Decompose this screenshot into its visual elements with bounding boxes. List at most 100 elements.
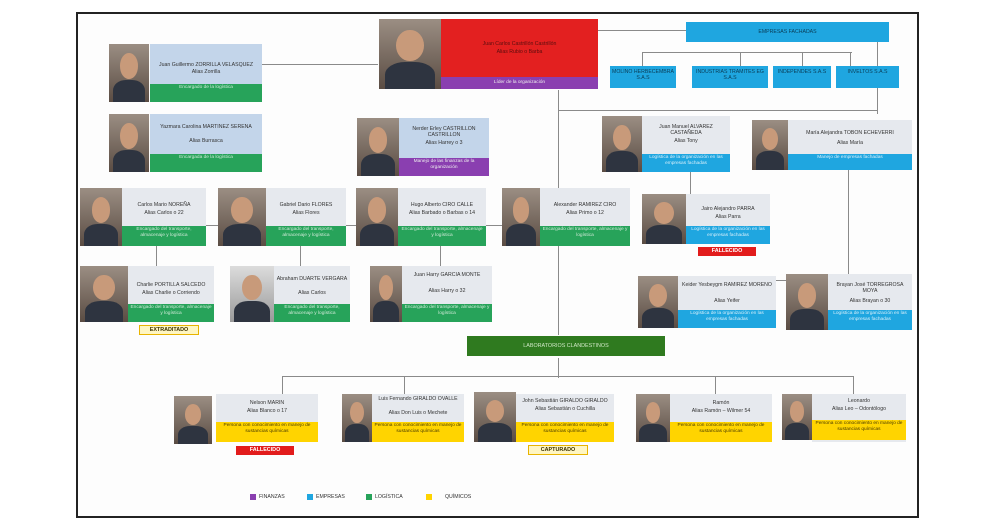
person-photo xyxy=(218,188,266,246)
laboratorios-box: LABORATORIOS CLANDESTINOS xyxy=(467,336,665,356)
person-name: Luis Fernando GIRALDO OVALLE xyxy=(378,396,458,402)
status-badge-extraditado: EXTRADITADO xyxy=(139,325,199,335)
connector-line xyxy=(282,376,283,394)
person-card-duarte: Abraham DUARTE VERGARA Alias Carlos Enca… xyxy=(274,266,350,322)
connector-line xyxy=(715,376,716,394)
person-photo xyxy=(638,276,678,328)
person-name: Carlos Mario NOREÑA xyxy=(137,202,191,208)
person-card-castrillon: Nerder Erley CASTRILLON CASTRILLON Alias… xyxy=(399,118,489,176)
person-name: Juan Guillermo ZORRILLA VELASQUEZ xyxy=(159,62,253,68)
person-alias: Alias Brayan o 30 xyxy=(849,298,891,304)
connector-line xyxy=(440,225,441,270)
person-alias: Alias Don Luis o Mechete xyxy=(388,410,448,416)
status-badge-fallecido: FALLECIDO xyxy=(698,247,756,256)
person-name: Keider Yesbeygm RAMIREZ MORENO xyxy=(682,282,772,288)
connector-line xyxy=(850,52,851,66)
legend-label-empresas: EMPRESAS xyxy=(316,494,345,500)
person-role: Encargado del transporte, almacenaje y l… xyxy=(274,304,350,322)
status-badge-fallecido: FALLECIDO xyxy=(236,446,294,455)
person-card-ramirez-moreno: Keider Yesbeygm RAMIREZ MORENO Alias Yei… xyxy=(678,276,776,328)
legend-swatch-quimicos xyxy=(426,494,432,500)
person-role: Encargada de la logística xyxy=(150,154,262,172)
connector-line xyxy=(262,64,378,65)
connector-line xyxy=(558,110,878,111)
legend-label-finanzas: FINANZAS xyxy=(259,494,285,500)
connector-line xyxy=(690,165,691,195)
connector-line xyxy=(802,52,803,66)
person-alias: Alias Parra xyxy=(715,214,741,220)
person-card-parra: Jairo Alejandro PARRA Alias Parra Logíst… xyxy=(686,194,770,244)
connector-line xyxy=(642,52,643,66)
person-card-giraldo-giraldo: John Sebastián GIRALDO GIRALDO Alias Seb… xyxy=(516,394,614,442)
person-photo xyxy=(109,114,149,172)
person-photo xyxy=(370,266,402,322)
connector-line xyxy=(740,52,741,66)
person-role: Persona con conocimiento en manejo de su… xyxy=(372,422,464,442)
person-photo xyxy=(342,394,372,442)
person-card-zorrilla: Juan Guillermo ZORRILLA VELASQUEZ Alias … xyxy=(150,44,262,102)
person-name: John Sebastián GIRALDO GIRALDO xyxy=(522,398,608,404)
connector-line xyxy=(404,376,405,394)
person-alias: Alias Burrasca xyxy=(189,138,223,144)
empresas-header: EMPRESAS FACHADAS xyxy=(686,22,889,42)
person-photo xyxy=(642,194,686,244)
connector-line xyxy=(300,225,301,270)
person-card-ciro: Hugo Alberto CIRO CALLE Alias Barbado o … xyxy=(398,188,486,246)
person-alias: Alias Harrey o 3 xyxy=(425,140,463,146)
person-name: Abraham DUARTE VERGARA xyxy=(276,276,348,282)
person-card-torregrosa: Brayan José TORREGROSA MOYA Alias Brayan… xyxy=(828,274,912,330)
legend-label-quimicos: QUÍMICOS xyxy=(445,494,472,500)
person-alias: Alias Flores xyxy=(292,210,320,216)
person-alias: Alias Blanco o 17 xyxy=(246,408,288,414)
company-box: INVELTOS S.A.S xyxy=(836,66,899,88)
company-box: INDEPENDES S.A.S xyxy=(773,66,831,88)
legend-swatch-empresas xyxy=(307,494,313,500)
person-role: Encargado del transporte, almacenaje y l… xyxy=(266,226,346,246)
person-photo xyxy=(230,266,274,322)
person-role: Encargado del transporte, almacenaje y l… xyxy=(402,304,492,322)
leader-name-box: Juan Carlos Castrillón Castrillón Alias … xyxy=(441,19,598,77)
person-photo xyxy=(602,116,642,172)
connector-line xyxy=(558,358,559,378)
person-card-martinez: Yazmara Carolina MARTINEZ SERENA Alias B… xyxy=(150,114,262,172)
connector-line xyxy=(598,30,686,31)
leader-name: Juan Carlos Castrillón Castrillón xyxy=(482,41,557,47)
person-role: Logística de la organización en las empr… xyxy=(642,154,730,172)
person-card-flores: Gabriel Dario FLORES Alias Flores Encarg… xyxy=(266,188,346,246)
company-box: MOLINO HERBECEMBRA S.A.S xyxy=(610,66,676,88)
person-card-ramirez: Alexander RAMIREZ CIRO Alias Primo o 12 … xyxy=(540,188,630,246)
person-card-norena: Carlos Mario NOREÑA Alias Carlos o 22 En… xyxy=(122,188,206,246)
person-role: Persona con conocimiento en manejo de su… xyxy=(812,420,906,440)
person-alias: Alias Charlie o Corriendo xyxy=(142,290,200,296)
person-name: Juan Harry GARCIA MONTE xyxy=(413,272,481,278)
person-alias: Alias Zorrilla xyxy=(191,69,221,75)
person-role: Encargado de la logística xyxy=(150,84,262,102)
person-alias: Alias Leo – Odontólogo xyxy=(832,406,886,412)
person-card-alvarez: Juan Manuel ALVAREZ CASTAÑEDA Alias Tony… xyxy=(642,116,730,172)
person-name: Leonardo xyxy=(848,398,870,404)
person-name: Yazmara Carolina MARTINEZ SERENA xyxy=(160,124,252,130)
person-alias: Alias Sebastián o Cuchilla xyxy=(535,406,595,412)
person-card-marin: Nelson MARIN Alias Blanco o 17 Persona c… xyxy=(216,394,318,442)
person-role: Encargado del transporte, almacenaje y l… xyxy=(122,226,206,246)
person-alias: Alias Yeifer xyxy=(714,298,740,304)
person-photo xyxy=(80,266,128,322)
person-alias: Alias María xyxy=(837,140,863,146)
legend-swatch-finanzas xyxy=(250,494,256,500)
person-card-garcia: Juan Harry GARCIA MONTE Alias Harry o 32… xyxy=(402,266,492,322)
connector-line xyxy=(848,170,849,280)
connector-line xyxy=(282,376,854,377)
person-card-leonardo: Leonardo Alias Leo – Odontólogo Persona … xyxy=(812,394,906,442)
connector-line xyxy=(642,52,852,53)
person-role: Logística de la organización en las empr… xyxy=(686,226,770,244)
person-alias: Alias Barbado o Barbas o 14 xyxy=(408,210,476,216)
person-photo xyxy=(636,394,670,442)
person-photo xyxy=(502,188,540,246)
person-alias: Alias Ramón – Wilmer 54 xyxy=(691,408,751,414)
person-name: Nelson MARIN xyxy=(249,400,285,406)
person-role: Persona con conocimiento en manejo de su… xyxy=(216,422,318,442)
person-name: Brayan José TORREGROSA MOYA xyxy=(836,282,904,295)
person-name: Gabriel Dario FLORES xyxy=(279,202,333,208)
person-card-portilla: Charlie PORTILLA SALCEDO Alias Charlie o… xyxy=(128,266,214,322)
person-photo xyxy=(174,396,212,444)
